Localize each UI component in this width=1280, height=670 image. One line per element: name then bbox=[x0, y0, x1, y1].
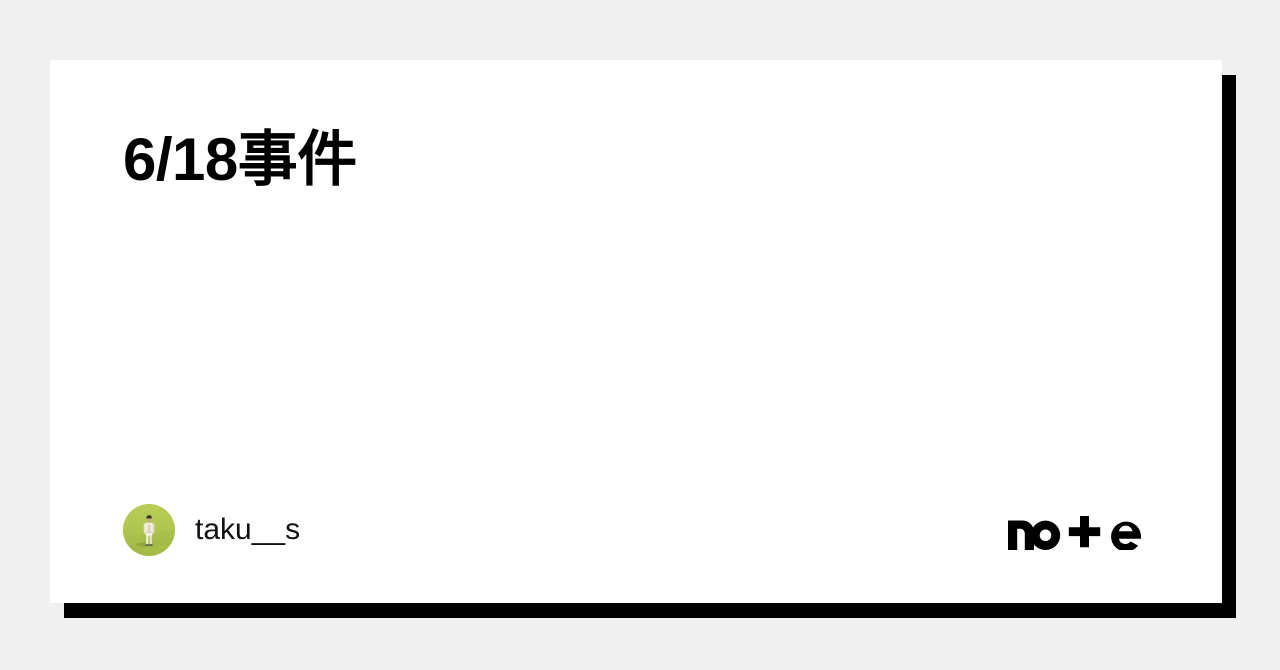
article-card: 6/18事件 bbox=[50, 60, 1222, 603]
author-block[interactable]: taku__s bbox=[123, 504, 300, 556]
avatar[interactable] bbox=[123, 504, 175, 556]
note-logo[interactable] bbox=[1008, 510, 1170, 550]
author-name: taku__s bbox=[195, 513, 301, 546]
page-title: 6/18事件 bbox=[123, 126, 357, 193]
card-footer: taku__s bbox=[123, 502, 1170, 558]
